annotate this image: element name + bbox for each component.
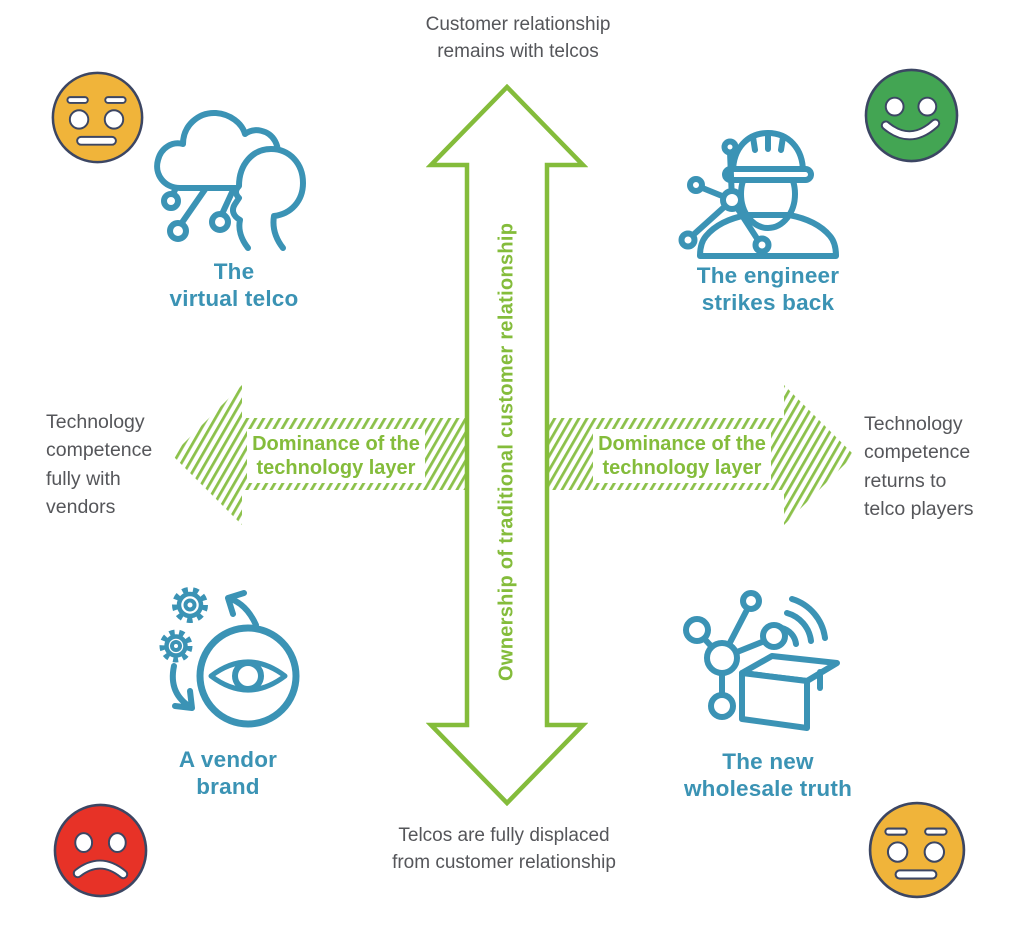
wifi-arc [784, 610, 814, 644]
quadrant-label-new-wholesale-truth: The new wholesale truth [683, 749, 853, 801]
left-axis-caption: Technology competence fully with vendors [46, 411, 153, 518]
quadrant-label-vendor-brand: A vendor brand [178, 747, 278, 799]
network-node [721, 138, 739, 156]
molecule-hub [704, 640, 740, 676]
eye [107, 832, 127, 853]
right-axis-caption: Technology competence returns to telco p… [864, 413, 974, 520]
eyebrow [104, 96, 127, 104]
gear-teeth [159, 629, 193, 663]
shoulders-shape [697, 212, 839, 259]
mouth-fill [882, 120, 939, 139]
gear-body [176, 591, 204, 619]
network-node [209, 211, 231, 233]
mouth [76, 135, 117, 146]
horizontal-axis-label-left: Dominance of the technology layer [247, 429, 425, 483]
network-node [752, 235, 772, 255]
vertical-axis-arrow [426, 84, 588, 806]
engineer-hardhat-network-icon [678, 130, 839, 259]
eyebrow [884, 827, 908, 836]
eye [923, 841, 946, 863]
gears-eye-cycle-icon [159, 587, 300, 728]
box-front-face [739, 670, 810, 731]
top-axis-caption: Customer relationship remains with telco… [425, 14, 611, 62]
wifi-arc [779, 625, 799, 647]
network-hub [720, 188, 744, 212]
molecule-node [708, 692, 736, 720]
hard-hat-ridges [750, 130, 786, 153]
eyebrow [924, 827, 948, 836]
molecule-node [740, 590, 762, 612]
eye-outline [208, 659, 288, 693]
gear-hole [170, 640, 182, 652]
molecule-node [760, 622, 788, 650]
eye [917, 96, 938, 117]
vertical-axis-label: Ownership of traditional customer relati… [495, 222, 518, 682]
network-node [687, 176, 705, 194]
quadrant-label-virtual-telco: The virtual telco [169, 259, 299, 311]
molecule-box-wireless-icon [683, 590, 840, 731]
network-node [167, 220, 189, 242]
eye [886, 841, 909, 863]
hard-hat-brim [722, 166, 814, 183]
outlined-arrow-shape [426, 84, 588, 806]
wifi-arc [789, 596, 828, 641]
head-profile-shape [229, 146, 306, 251]
gear-body [164, 634, 188, 658]
cycle-arrow-top [225, 590, 259, 628]
network-node [678, 230, 698, 250]
molecule-node [683, 616, 711, 644]
cloud-shape [154, 110, 281, 191]
sad-face-icon [53, 803, 148, 898]
eye [74, 832, 94, 853]
quadrant-label-engineer-strikes-back: The engineer strikes back [696, 263, 840, 315]
neutral-face-icon [868, 801, 966, 899]
mouth [894, 869, 938, 880]
cloud-head-network-icon [154, 110, 306, 251]
eye-circle [196, 624, 300, 728]
neutral-face-icon [51, 71, 144, 164]
happy-face-icon [864, 68, 959, 163]
eye [68, 109, 90, 130]
eye [103, 109, 125, 130]
gear-teeth [172, 587, 208, 623]
horizontal-axis-label-right: Dominance of the technology layer [593, 429, 771, 483]
eye [884, 96, 905, 117]
network-lines [689, 149, 761, 243]
cycle-arrow-bottom [169, 663, 195, 711]
bottom-axis-caption: Telcos are fully displaced from customer… [392, 825, 616, 873]
eyebrow [66, 96, 89, 104]
mouth-fill [74, 861, 127, 878]
eye-pupil [232, 660, 264, 692]
gear-hole [183, 598, 197, 612]
network-node [161, 191, 181, 211]
